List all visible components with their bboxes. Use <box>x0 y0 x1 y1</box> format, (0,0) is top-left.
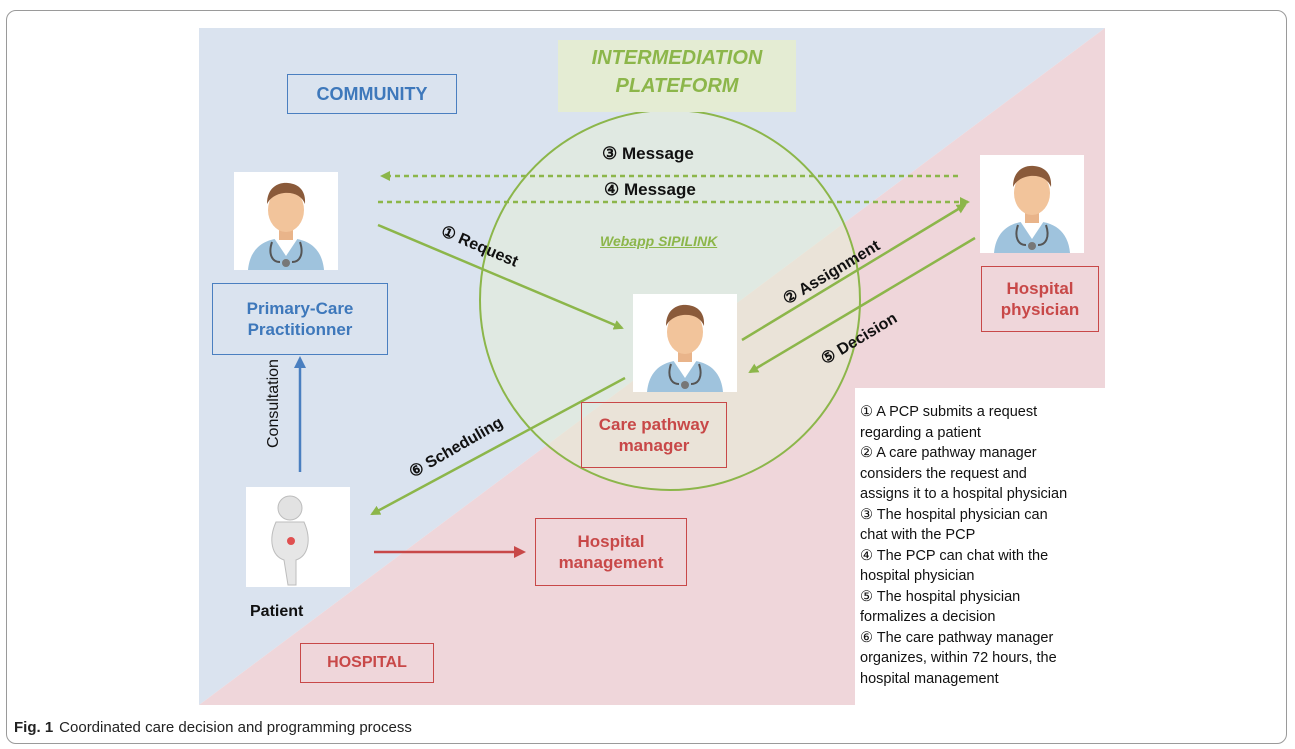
legend-line: regarding a patient <box>860 424 981 441</box>
scheduling-arrow <box>370 376 626 516</box>
legend-line: ① A PCP submits a request <box>860 404 1038 420</box>
figure-caption-label: Fig. 1 <box>14 719 54 736</box>
legend-line: ② A care pathway manager <box>860 445 1037 461</box>
figure-caption-text: Coordinated care decision and programmin… <box>59 719 412 736</box>
figure-caption: Fig. 1 Coordinated care decision and prog… <box>14 719 412 736</box>
message3-label: ③ Message <box>602 144 694 163</box>
platform-title-bg <box>558 40 796 112</box>
patient-label: Patient <box>250 603 304 620</box>
pcp-line2: Practitionner <box>247 320 353 339</box>
hospital-management-line1: Hospital <box>577 531 645 551</box>
legend-line: ⑤ The hospital physician <box>860 588 1021 605</box>
platform-title-line2: PLATEFORM <box>615 75 739 97</box>
assignment-arrow <box>741 203 967 342</box>
hospital-box: HOSPITAL <box>300 643 434 683</box>
legend-line: organizes, within 72 hours, the <box>860 650 1057 666</box>
pcp-line1: Primary-Care <box>246 298 354 318</box>
pcp-doctor-icon <box>233 171 339 271</box>
webapp-label: Webapp SIPILINK <box>600 233 718 249</box>
community-box: COMMUNITY <box>287 74 457 114</box>
message4-label: ④ Message <box>604 180 696 199</box>
legend-line: ③ The hospital physician can <box>860 506 1048 523</box>
legend-line: assigns it to a hospital physician <box>860 486 1068 502</box>
legend-line: formalizes a decision <box>860 609 996 625</box>
legend-line: hospital management <box>860 670 999 687</box>
legend-line: ⑥ The care pathway manager <box>860 629 1054 646</box>
legend-panel: ① A PCP submits a request regarding a pa… <box>860 402 1100 689</box>
hospital-management-box: Hospital management <box>535 518 687 586</box>
care-manager-line2: manager <box>618 436 690 455</box>
consultation-label: Consultation <box>265 359 282 448</box>
platform-title: INTERMEDIATION PLATEFORM <box>558 44 796 100</box>
care-manager-box: Care pathway manager <box>581 402 727 468</box>
patient-figure-icon <box>246 487 350 587</box>
legend-line: hospital physician <box>860 568 975 584</box>
pcp-box: Primary-Care Practitionner <box>212 283 388 355</box>
hospital-physician-doctor-icon <box>979 154 1085 254</box>
platform-title-line1: INTERMEDIATION <box>591 47 763 69</box>
legend-line: considers the request and <box>860 465 1027 482</box>
care-manager-line1: Care pathway <box>598 414 710 434</box>
hospital-physician-box: Hospital physician <box>981 266 1099 332</box>
legend-line: chat with the PCP <box>860 527 976 543</box>
legend-line: ④ The PCP can chat with the <box>860 547 1049 564</box>
decision-arrow <box>748 236 976 374</box>
care-manager-doctor-icon <box>632 293 738 393</box>
hospital-physician-line2: physician <box>1000 300 1080 319</box>
hospital-management-line2: management <box>558 553 664 572</box>
request-arrow <box>377 223 624 330</box>
hospital-physician-line1: Hospital <box>1006 278 1074 298</box>
